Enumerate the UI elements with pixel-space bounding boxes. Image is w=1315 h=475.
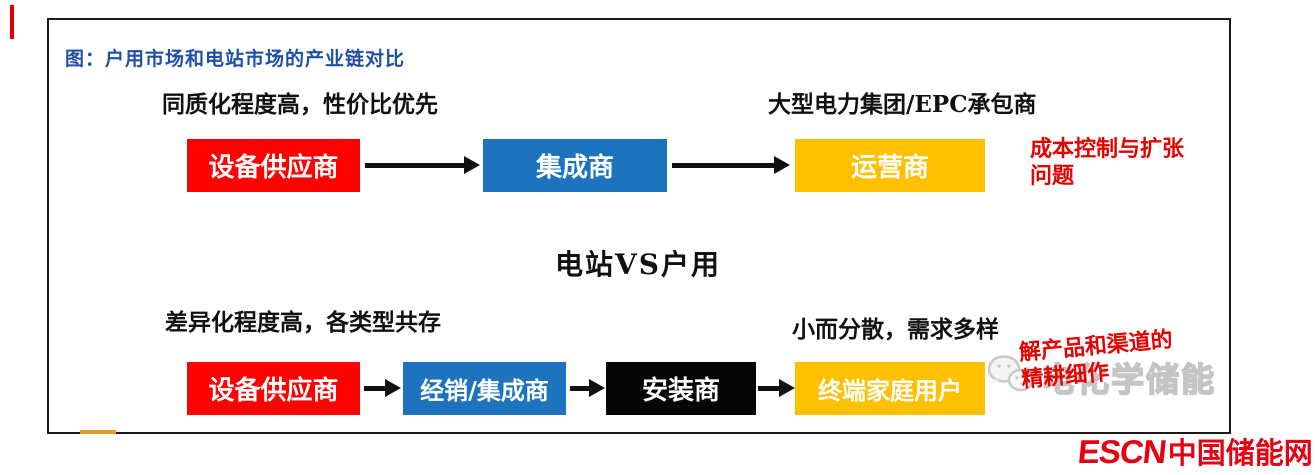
top-chain-annotation: 成本控制与扩张 问题 [1030, 136, 1184, 190]
bottom-orange-tick [80, 430, 116, 434]
top-annotation-line1: 成本控制与扩张 [1030, 136, 1185, 162]
bottom-chain-left-label: 差异化程度高，各类型共存 [165, 309, 441, 336]
divider-label: 电站VS户用 [555, 248, 721, 281]
node-operator-top: 运营商 [795, 139, 985, 192]
top-chain-left-label: 同质化程度高，性价比优先 [162, 91, 438, 118]
top-chain-right-label: 大型电力集团/EPC承包商 [768, 91, 1037, 118]
figure-title: 图：户用市场和电站市场的产业链对比 [65, 49, 406, 70]
arrow-right-icon [758, 379, 795, 397]
top-annotation-line2: 问题 [1030, 163, 1075, 189]
node-end-household-user: 终端家庭用户 [795, 362, 985, 415]
bottom-chain-right-label: 小而分散，需求多样 [792, 316, 999, 343]
escn-logo-chinese: 中国储能网 [1167, 438, 1313, 470]
escn-logo-latin: ESCN [1076, 433, 1168, 470]
arrow-right-icon [570, 379, 605, 397]
arrow-right-icon [672, 156, 790, 174]
node-equipment-supplier-top: 设备供应商 [187, 139, 360, 192]
node-distributor-integrator: 经销/集成商 [403, 362, 566, 415]
node-installer: 安装商 [606, 362, 756, 415]
arrow-right-icon [365, 156, 480, 174]
arrow-right-icon [364, 379, 401, 397]
node-integrator-top: 集成商 [483, 139, 667, 192]
escn-logo: ESCN 中国储能网 [1076, 430, 1313, 472]
node-equipment-supplier-bottom: 设备供应商 [187, 362, 360, 415]
left-red-tick [10, 5, 14, 39]
